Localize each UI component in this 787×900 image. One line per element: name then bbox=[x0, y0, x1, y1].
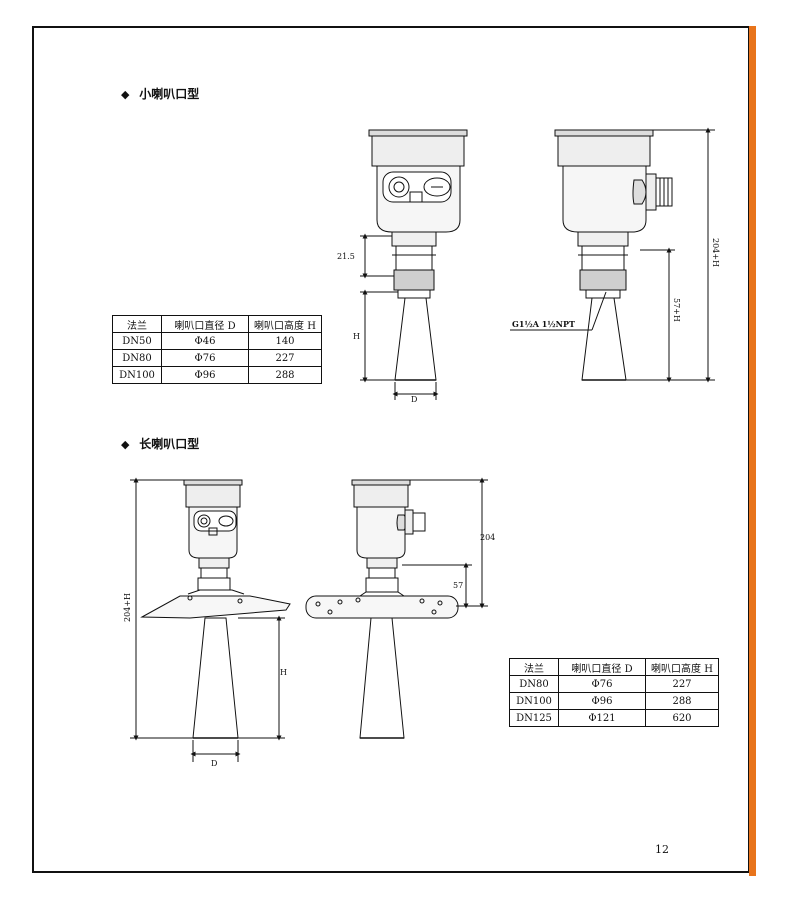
dim-label-204-h: 204+H bbox=[123, 593, 132, 622]
table-header-row: 法兰 喇叭口直径 D 喇叭口高度 H bbox=[112, 315, 322, 333]
table-row: DN100 Φ96 288 bbox=[509, 692, 719, 710]
thread-label: G1½A 1½NPT bbox=[512, 319, 575, 329]
long-horn-flange-plate-view bbox=[140, 479, 291, 739]
dim-label-d: D bbox=[211, 759, 217, 768]
dim-label-204: 204 bbox=[480, 533, 495, 542]
accent-bar bbox=[749, 26, 756, 876]
long-horn-round-flange-view bbox=[305, 479, 459, 739]
dim-label-57-h: 57+H bbox=[672, 298, 681, 322]
dim-label-57: 57 bbox=[453, 581, 463, 590]
dim-label-h: H bbox=[353, 332, 360, 341]
dim-label-204-h: 204+H bbox=[711, 238, 720, 267]
dim-label-d: D bbox=[411, 395, 417, 404]
diamond-bullet-icon: ◆ bbox=[121, 438, 130, 451]
spec-table-small: 法兰 喇叭口直径 D 喇叭口高度 H DN50 Φ46 140 DN80 Φ76… bbox=[112, 315, 322, 384]
small-horn-front-view bbox=[368, 129, 468, 381]
diamond-bullet-icon: ◆ bbox=[121, 88, 130, 101]
section-title-small-horn: ◆ 小喇叭口型 bbox=[121, 87, 200, 101]
section-title-long-horn: ◆ 长喇叭口型 bbox=[121, 437, 200, 451]
small-horn-side-view bbox=[554, 129, 673, 381]
dim-label-21-5: 21.5 bbox=[337, 252, 355, 261]
table-row: DN80 Φ76 227 bbox=[509, 675, 719, 693]
table-row: DN80 Φ76 227 bbox=[112, 349, 322, 367]
table-row: DN50 Φ46 140 bbox=[112, 332, 322, 350]
spec-table-long: 法兰 喇叭口直径 D 喇叭口高度 H DN80 Φ76 227 DN100 Φ9… bbox=[509, 658, 719, 727]
table-row: DN100 Φ96 288 bbox=[112, 366, 322, 384]
dim-label-h: H bbox=[280, 668, 287, 677]
table-header-row: 法兰 喇叭口直径 D 喇叭口高度 H bbox=[509, 658, 719, 676]
page-number: 12 bbox=[655, 843, 669, 856]
table-row: DN125 Φ121 620 bbox=[509, 709, 719, 727]
